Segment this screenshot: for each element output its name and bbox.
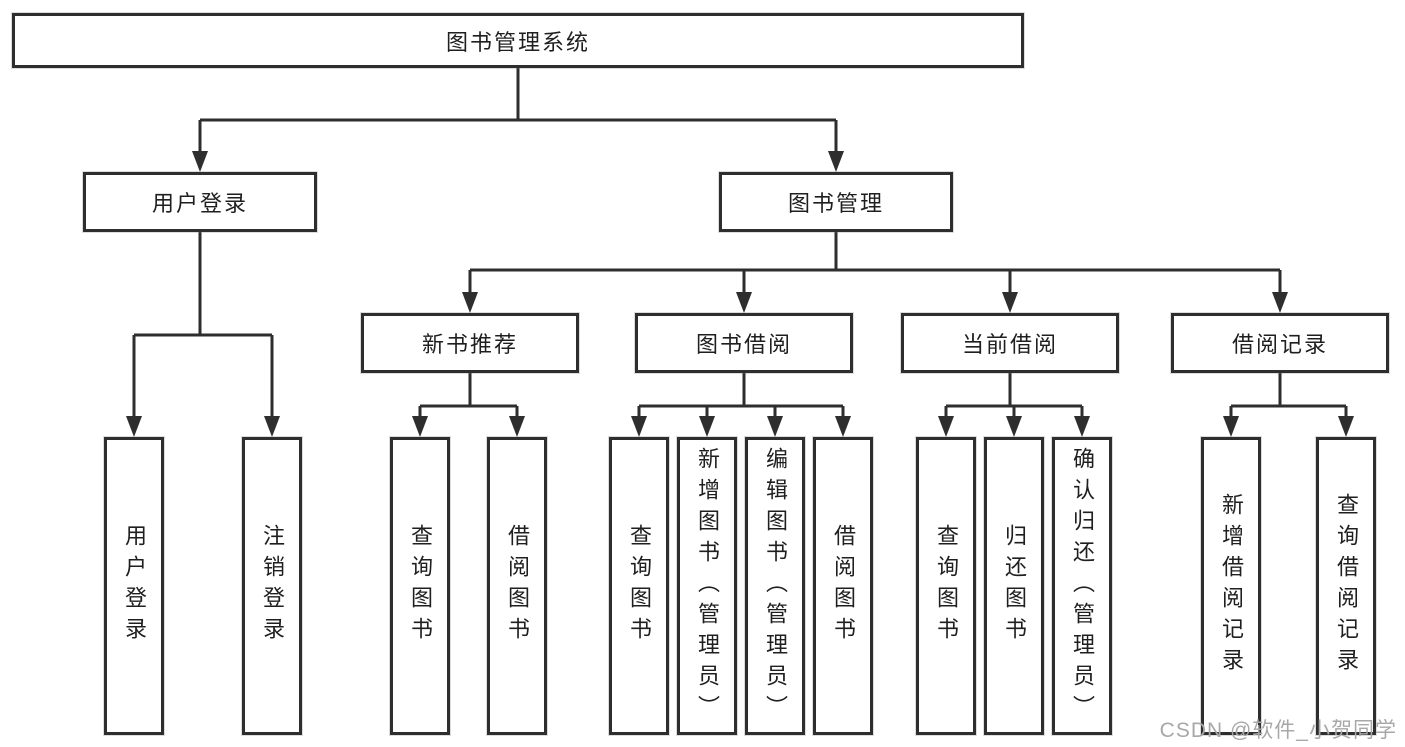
arrowhead: [1223, 416, 1239, 437]
leaf-borrow-books: 借阅图书: [813, 437, 873, 735]
arrowhead: [1074, 416, 1090, 437]
arrowhead: [509, 416, 525, 437]
node-current-borrowing: 当前借阅: [901, 313, 1119, 373]
arrowhead: [828, 151, 844, 172]
leaf-label: 归还图书: [1002, 524, 1027, 648]
arrowhead: [1006, 416, 1022, 437]
leaf-query-borrow-record: 查询借阅记录: [1316, 437, 1376, 735]
leaf-add-books-admin: 新增图书（管理员）: [677, 437, 737, 735]
leaf-label: 新增借阅记录: [1219, 493, 1244, 679]
leaf-query-books-borrow: 查询图书: [609, 437, 669, 735]
node-label: 用户登录: [151, 191, 248, 216]
leaf-label: 注销登录: [260, 524, 285, 648]
connector-path: [132, 68, 1348, 420]
node-label: 新书推荐: [421, 332, 518, 357]
node-label: 图书借阅: [695, 332, 792, 357]
leaf-borrow-books-recommend: 借阅图书: [487, 437, 547, 735]
leaf-query-books-current: 查询图书: [916, 437, 976, 735]
leaf-confirm-return-admin: 确认归还（管理员）: [1052, 437, 1112, 735]
arrowhead: [736, 292, 752, 313]
node-label: 当前借阅: [961, 332, 1058, 357]
arrowhead: [264, 416, 280, 437]
arrowhead: [412, 416, 428, 437]
leaf-label: 编辑图书（管理员）: [763, 446, 788, 726]
arrowhead: [1002, 292, 1018, 313]
leaf-label: 新增图书（管理员）: [695, 446, 720, 726]
leaf-label: 查询图书: [627, 524, 652, 648]
leaf-edit-books-admin: 编辑图书（管理员）: [745, 437, 805, 735]
leaf-query-books-recommend: 查询图书: [390, 437, 450, 735]
arrowhead: [1272, 292, 1288, 313]
arrowhead: [938, 416, 954, 437]
leaf-label: 借阅图书: [505, 524, 530, 648]
arrowhead: [835, 416, 851, 437]
node-user-login: 用户登录: [83, 172, 317, 232]
arrowhead: [1338, 416, 1354, 437]
arrowhead: [767, 416, 783, 437]
node-book-management: 图书管理: [719, 172, 953, 232]
leaf-user-login: 用户登录: [104, 437, 164, 735]
node-label: 借阅记录: [1231, 332, 1328, 357]
leaf-logout: 注销登录: [242, 437, 302, 735]
arrowhead: [126, 416, 142, 437]
arrowhead: [699, 416, 715, 437]
node-label: 图书管理: [787, 191, 884, 216]
arrowhead: [192, 151, 208, 172]
leaf-label: 查询图书: [934, 524, 959, 648]
csdn-watermark: CSDN @软件_小贺同学: [1159, 719, 1397, 742]
leaf-label: 借阅图书: [831, 524, 856, 648]
node-label: 图书管理系统: [445, 29, 590, 55]
node-new-book-recommend: 新书推荐: [361, 313, 579, 373]
leaf-label: 用户登录: [122, 524, 147, 648]
arrowhead: [462, 292, 478, 313]
node-library-management-system: 图书管理系统: [12, 13, 1024, 68]
node-book-borrowing: 图书借阅: [635, 313, 853, 373]
node-borrowing-records: 借阅记录: [1171, 313, 1389, 373]
leaf-return-books: 归还图书: [984, 437, 1044, 735]
leaf-label: 查询借阅记录: [1334, 493, 1359, 679]
leaf-add-borrow-record: 新增借阅记录: [1201, 437, 1261, 735]
leaf-label: 查询图书: [408, 524, 433, 648]
arrowhead: [631, 416, 647, 437]
leaf-label: 确认归还（管理员）: [1070, 446, 1095, 726]
